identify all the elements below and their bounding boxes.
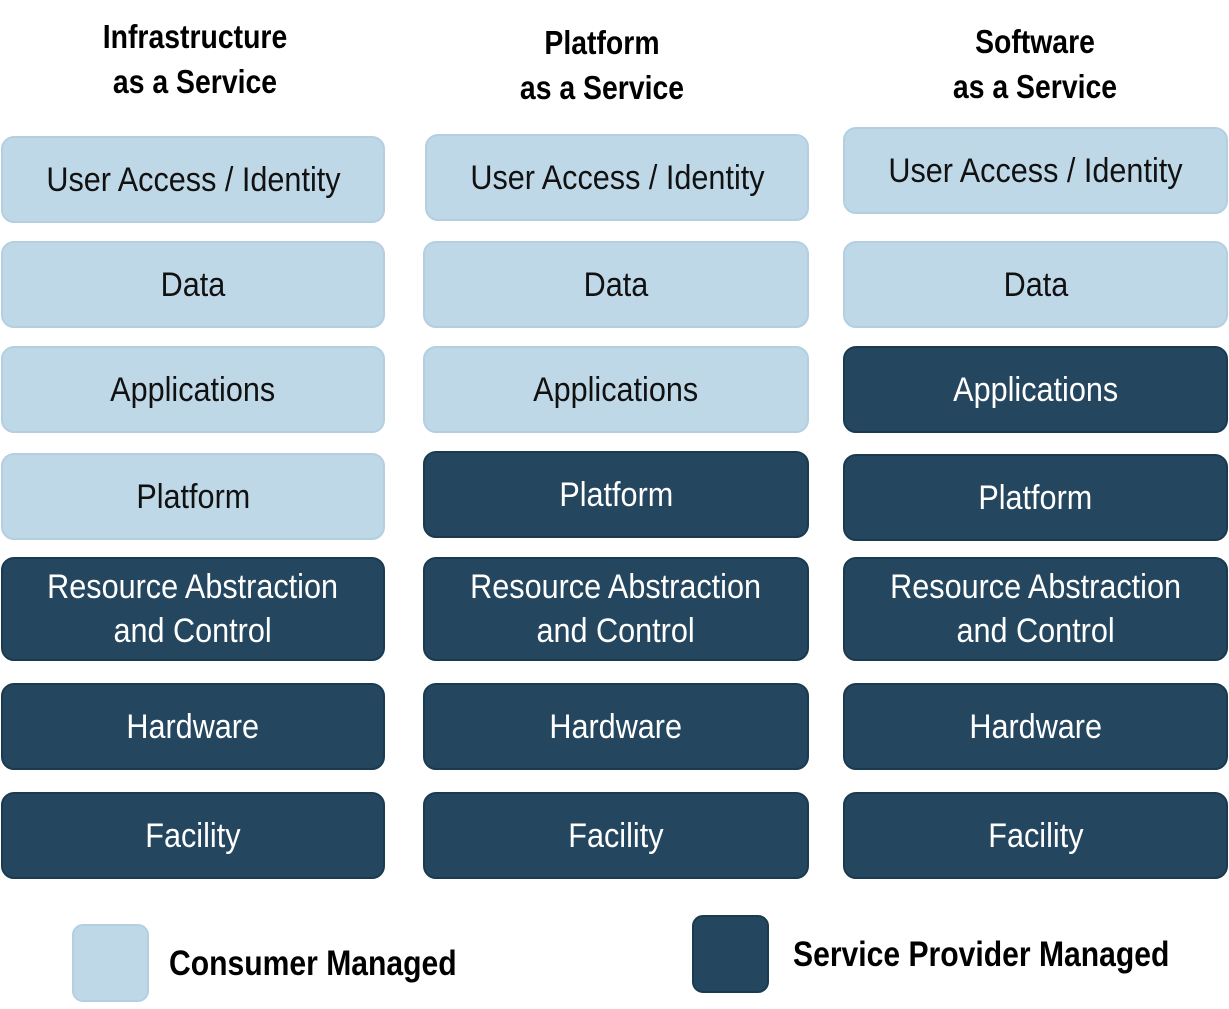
column-title-line2: as a Service [952, 68, 1118, 105]
layer-label: Resource Abstraction and Control [471, 565, 762, 653]
layer-label-line2: and Control [113, 612, 273, 650]
paas-layer-platform: Platform [423, 451, 809, 538]
column-title-line1: Infrastructure [102, 18, 288, 55]
paas-layer-applications: Applications [423, 346, 809, 433]
layer-label: Data [1003, 265, 1068, 304]
layer-label-line2: and Control [956, 612, 1115, 650]
column-title-iaas: Infrastructure as a Service [30, 14, 360, 104]
layer-label: User Access / Identity [469, 158, 765, 197]
column-title-line1: Platform [544, 24, 660, 61]
layer-label: Platform [978, 478, 1093, 517]
paas-layer-user-access: User Access / Identity [425, 134, 809, 221]
iaas-layer-hardware: Hardware [1, 683, 385, 770]
layer-label: Applications [110, 370, 276, 409]
layer-label: Hardware [126, 707, 260, 746]
legend-label-consumer: Consumer Managed [169, 944, 457, 983]
column-title-line2: as a Service [112, 63, 278, 100]
layer-label: Facility [568, 816, 664, 855]
iaas-layer-user-access: User Access / Identity [1, 136, 385, 223]
layer-label: Applications [952, 370, 1119, 409]
saas-layer-hardware: Hardware [843, 683, 1228, 770]
layer-label: Resource Abstraction and Control [890, 565, 1181, 653]
layer-label: Hardware [549, 707, 683, 746]
layer-label-line1: Resource Abstraction [470, 568, 762, 606]
iaas-layer-applications: Applications [1, 346, 385, 433]
layer-label-line2: and Control [536, 612, 696, 650]
layer-label-line1: Resource Abstraction [890, 568, 1181, 606]
paas-layer-hardware: Hardware [423, 683, 809, 770]
layer-label: Data [583, 265, 649, 304]
paas-layer-data: Data [423, 241, 809, 328]
layer-label: Platform [136, 477, 250, 516]
saas-layer-resource-abstraction: Resource Abstraction and Control [843, 557, 1228, 661]
paas-layer-resource-abstraction: Resource Abstraction and Control [423, 557, 809, 661]
saas-layer-platform: Platform [843, 454, 1228, 541]
saas-layer-data: Data [843, 241, 1228, 328]
layer-label: Data [160, 265, 226, 304]
column-title-paas: Platform as a Service [437, 20, 767, 110]
layer-label: Hardware [969, 707, 1102, 746]
layer-label: Resource Abstraction and Control [48, 565, 339, 653]
layer-label: Facility [145, 816, 241, 855]
column-title-saas: Software as a Service [870, 19, 1200, 109]
layer-label: User Access / Identity [45, 160, 341, 199]
paas-layer-facility: Facility [423, 792, 809, 879]
iaas-layer-resource-abstraction: Resource Abstraction and Control [1, 557, 385, 661]
layer-label: Facility [987, 816, 1084, 855]
iaas-layer-data: Data [1, 241, 385, 328]
iaas-layer-platform: Platform [1, 453, 385, 540]
layer-label: Platform [559, 475, 673, 514]
saas-layer-facility: Facility [843, 792, 1228, 879]
saas-layer-user-access: User Access / Identity [843, 127, 1228, 214]
layer-label: Applications [533, 370, 699, 409]
layer-label-line1: Resource Abstraction [47, 568, 339, 606]
layer-label: User Access / Identity [888, 151, 1183, 190]
legend-label-provider: Service Provider Managed [793, 935, 1170, 974]
column-title-line1: Software [975, 23, 1095, 60]
legend-swatch-provider [692, 915, 769, 993]
saas-layer-applications: Applications [843, 346, 1228, 433]
legend-swatch-consumer [72, 924, 149, 1002]
column-title-line2: as a Service [519, 69, 685, 106]
iaas-layer-facility: Facility [1, 792, 385, 879]
